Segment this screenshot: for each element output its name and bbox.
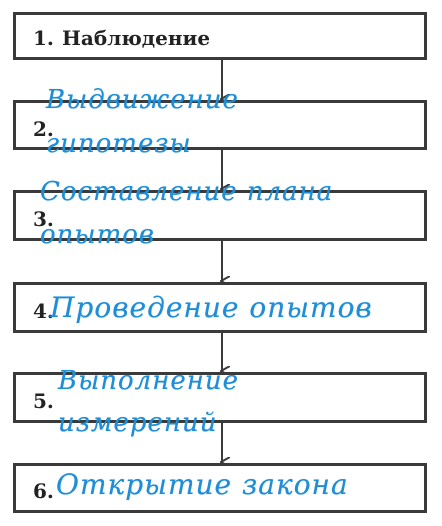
- handwritten-5-line-2: измерений: [58, 408, 218, 438]
- step-number-6: 6.: [33, 479, 54, 503]
- step-box-2: 2.: [13, 100, 427, 150]
- step-number-1: 1.: [33, 26, 54, 50]
- handwritten-5-line-1: Выполнение: [58, 366, 240, 396]
- step-number-2: 2.: [33, 117, 54, 141]
- step-box-1: 1. Наблюдение: [13, 12, 427, 60]
- step-number-5: 5.: [33, 389, 54, 413]
- handwritten-2-line-1: Выдвижение: [46, 85, 239, 115]
- step-number-3: 3.: [33, 207, 54, 231]
- step-text-1: Наблюдение: [62, 26, 211, 50]
- handwritten-3-line-1: Составление плана: [40, 177, 334, 207]
- step-box-6: 6.: [13, 463, 427, 513]
- handwritten-6-line-1: Открытие закона: [56, 468, 349, 501]
- step-number-4: 4.: [33, 299, 54, 323]
- step-box-5: 5.: [13, 372, 427, 423]
- handwritten-4-line-1: Проведение опытов: [50, 291, 373, 324]
- step-box-4: 4.: [13, 282, 427, 333]
- handwritten-2-line-2: гипотезы: [46, 129, 192, 159]
- handwritten-3-line-2: опытов: [40, 220, 156, 250]
- step-box-3: 3.: [13, 190, 427, 241]
